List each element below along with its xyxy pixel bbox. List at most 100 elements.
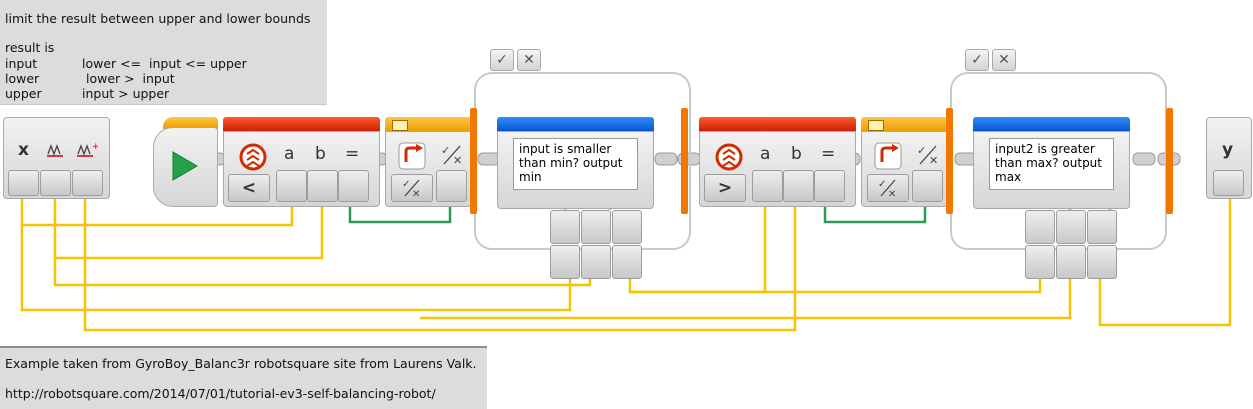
plug[interactable] (550, 245, 580, 279)
switch-header (385, 117, 472, 133)
switch-condition-plug[interactable] (436, 170, 467, 202)
result-plug[interactable] (814, 170, 845, 202)
comment-block-2[interactable]: input2 is greater than max? output max (973, 117, 1130, 209)
plug[interactable] (1056, 245, 1086, 279)
logic-icon: ✓✕ (441, 144, 462, 166)
logic-icon: ✓✕ (917, 144, 938, 166)
plug[interactable] (612, 245, 642, 279)
check-icon[interactable]: ✓ (490, 49, 514, 71)
compare-mode-selector[interactable]: > (704, 174, 746, 202)
note-row-label: lower (5, 71, 40, 86)
comment-body: input is smaller than min? output min (497, 131, 654, 209)
seq-connector (654, 152, 678, 166)
bottom-comment-note: Example taken from GyroBoy_Balanc3r robo… (0, 346, 487, 409)
switch-mode-selector[interactable]: ✓✕ (391, 174, 433, 202)
switch-edge-left (470, 108, 477, 214)
my-block-output-param[interactable]: y (1206, 117, 1252, 199)
note-row-label: upper (5, 86, 42, 101)
input-a-label: a (760, 144, 771, 164)
wire-logic2 (823, 200, 927, 224)
compare-body: a b = < (223, 131, 380, 207)
comment-body: input2 is greater than max? output max (973, 131, 1130, 209)
compare-body: a b = > (699, 131, 856, 207)
svg-text:✓: ✓ (878, 179, 886, 190)
plug[interactable] (1087, 245, 1117, 279)
start-block-header (163, 117, 218, 129)
switch-body: ✓✕ ✓✕ (861, 131, 948, 207)
plug[interactable] (1087, 210, 1117, 244)
start-block[interactable] (153, 117, 218, 207)
check-icon[interactable]: ✓ (965, 49, 989, 71)
logic-icon: ✓✕ (402, 179, 420, 198)
switch-type-icon (868, 120, 884, 131)
numeric-param-icon (47, 144, 63, 157)
input-b-plug[interactable] (783, 170, 814, 202)
result-eq-label: = (345, 144, 360, 164)
switch-edge-left (946, 108, 953, 214)
plug[interactable] (1025, 210, 1055, 244)
seq-connector (1132, 152, 1156, 166)
compare-mode-selector[interactable]: < (228, 174, 270, 202)
switch-mode-selector[interactable]: ✓✕ (867, 174, 909, 202)
plug[interactable] (612, 210, 642, 244)
plug[interactable] (1025, 245, 1055, 279)
wire-x (20, 195, 294, 227)
note-row-value: lower <= input <= upper (82, 56, 247, 71)
note-credit: Example taken from GyroBoy_Balanc3r robo… (5, 356, 477, 371)
wire-upper2 (420, 275, 1072, 320)
note-row-label: input (5, 56, 38, 71)
note-subtitle: result is (5, 40, 55, 55)
switch-edge-right (681, 108, 688, 214)
svg-text:✓: ✓ (441, 144, 450, 157)
compare-icon (239, 143, 267, 171)
param-plugs-1 (550, 210, 642, 280)
numeric-param-icon: + (77, 142, 98, 157)
close-icon[interactable]: ✕ (517, 49, 541, 71)
switch-icon (398, 142, 426, 170)
switch-body: ✓✕ ✓✕ (385, 131, 472, 207)
comment-header (973, 117, 1130, 133)
svg-text:✓: ✓ (917, 144, 926, 157)
switch-condition-block-2[interactable]: ✓✕ ✓✕ (861, 117, 948, 207)
input-a-plug[interactable] (276, 170, 307, 202)
result-eq-label: = (821, 144, 836, 164)
comment-text[interactable]: input2 is greater than max? output max (989, 138, 1114, 190)
input-a-plug[interactable] (752, 170, 783, 202)
my-block-input-params[interactable]: x + (3, 117, 110, 199)
switch-condition-plug[interactable] (912, 170, 943, 202)
wire-logic1 (348, 200, 452, 224)
switch-condition-block-1[interactable]: ✓✕ ✓✕ (385, 117, 472, 207)
comment-text[interactable]: input is smaller than min? output min (513, 138, 638, 190)
wire-lower (53, 195, 324, 260)
compare-block-2[interactable]: a b = > (699, 117, 856, 207)
note-url: http://robotsquare.com/2014/07/01/tutori… (5, 386, 436, 401)
plug[interactable] (581, 210, 611, 244)
comment-block-1[interactable]: input is smaller than min? output min (497, 117, 654, 209)
wire-upper (83, 195, 797, 332)
param-out-plug[interactable] (72, 170, 103, 196)
param-out-plug[interactable] (40, 170, 71, 196)
param-out-plug[interactable] (8, 170, 39, 196)
plug[interactable] (1056, 210, 1086, 244)
param-x-label: x (18, 140, 29, 160)
switch-edge-right (1166, 108, 1173, 214)
svg-text:✕: ✕ (929, 154, 938, 166)
plug[interactable] (581, 245, 611, 279)
note-row-value: lower > input (82, 71, 175, 86)
plug[interactable] (550, 210, 580, 244)
start-play-icon (172, 151, 198, 181)
switch-icon (874, 142, 902, 170)
svg-text:✕: ✕ (412, 189, 420, 198)
param-y-label: y (1222, 140, 1234, 160)
result-plug[interactable] (338, 170, 369, 202)
input-b-plug[interactable] (307, 170, 338, 202)
note-row-value: input > upper (82, 86, 170, 101)
compare-block-1[interactable]: a b = < (223, 117, 380, 207)
svg-text:+: + (92, 142, 98, 152)
input-b-label: b (315, 144, 326, 164)
param-in-plug[interactable] (1213, 170, 1244, 196)
wire-lower2 (20, 225, 572, 312)
close-icon[interactable]: ✕ (992, 49, 1016, 71)
top-comment-note: limit the result between upper and lower… (0, 0, 327, 105)
